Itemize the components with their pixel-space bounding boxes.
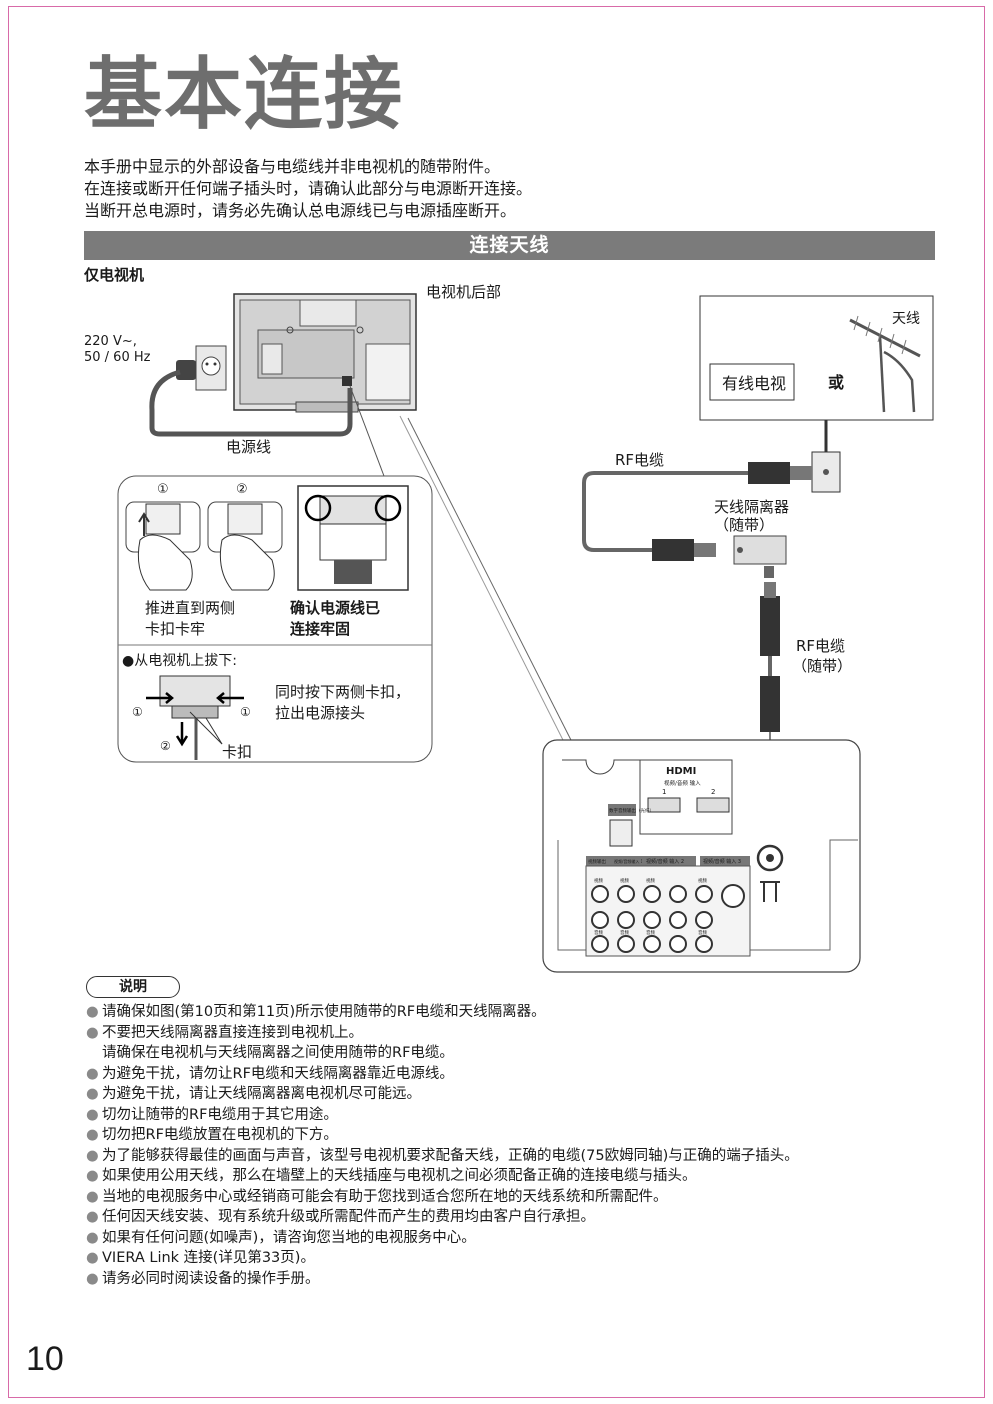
unplug-label: ●从电视机上拔下:: [122, 653, 237, 669]
list-item: ●切勿让随带的RF电缆用于其它用途。: [86, 1106, 338, 1123]
hdmi-logo: HDMI: [666, 766, 696, 777]
video-label: 视频: [620, 877, 629, 884]
confirm-text: 连接牢固: [290, 620, 350, 638]
intro-line: 本手册中显示的外部设备与电缆线并非电视机的随带附件。: [84, 157, 501, 176]
tv-only-label: 仅电视机: [83, 266, 144, 284]
cable-tv-label: 有线电视: [722, 374, 786, 393]
rf-plug: [652, 539, 694, 561]
list-item: ●请确保如图(第10页和第11页)所示使用随带的RF电缆和天线隔离器。: [86, 1004, 546, 1020]
antenna-icon: [849, 315, 921, 413]
rf-plug: [748, 462, 790, 484]
av-in-1-label: 视频/音频输入 1: [614, 858, 644, 864]
list-item: ●为避免干扰，请勿让RF电缆和天线隔离器靠近电源线。: [86, 1065, 454, 1082]
confirm-text: 确认电源线已: [290, 599, 380, 617]
step-number: ①: [240, 705, 251, 719]
isolator-label: 天线隔离器: [714, 498, 789, 516]
list-item: ●不要把天线隔离器直接连接到电视机上。: [86, 1024, 363, 1041]
digital-out-label: 数字音频输出（光纤）: [609, 807, 654, 814]
audio-label: 音频: [646, 929, 655, 936]
tv-terminal-panel: HDMI 视频/音频 输入 1 2 数字音频输出（光纤） 视频输出 视频/音频输…: [542, 739, 861, 973]
hand-push-illustration: [125, 501, 283, 591]
push-in-text: 卡扣卡牢: [145, 620, 205, 638]
rf-plug: [760, 596, 780, 656]
hdmi-port-number: 1: [662, 788, 666, 796]
audio-label: 音频: [620, 929, 629, 936]
audio-label: 音频: [594, 929, 603, 936]
or-label: 或: [828, 373, 844, 392]
power-rating-label: 220 V~,: [84, 334, 137, 349]
list-item: ●VIERA Link 连接(详见第33页)。: [86, 1250, 315, 1266]
list-item: ●请务必同时阅读设备的操作手册。: [86, 1270, 320, 1287]
intro-line: 当断开总电源时，请务必先确认总电源线已与电源插座断开。: [84, 201, 517, 220]
list-item: ●为了能够获得最佳的画面与声音，该型号电视机要求配备天线，正确的电缆(75欧姆同…: [86, 1147, 799, 1164]
intro-text: 本手册中显示的外部设备与电缆线并非电视机的随带附件。 在连接或断开任何端子插头时…: [84, 156, 532, 222]
rf-cable-label: RF电缆: [615, 451, 664, 469]
step-number: ②: [160, 739, 171, 753]
list-item: ●如果有任何问题(如噪声)，请咨询您当地的电视服务中心。: [86, 1229, 476, 1246]
press-text: 拉出电源接头: [275, 704, 365, 722]
wall-outlet: [176, 345, 227, 391]
list-item: ●切勿把RF电缆放置在电视机的下方。: [86, 1127, 338, 1143]
step-number: ②: [236, 482, 248, 497]
av-out-label: 视频输出: [588, 858, 606, 865]
antenna-isolator: [733, 535, 787, 565]
clip-label: 卡扣: [222, 743, 252, 761]
antenna-label: 天线: [892, 311, 920, 327]
power-rating-label: 50 / 60 Hz: [84, 350, 151, 365]
page-number: 10: [26, 1340, 64, 1378]
tv-rear-illustration: [233, 293, 417, 413]
plug-closeup-illustration: [297, 485, 409, 591]
section-header: 连接天线: [84, 231, 935, 260]
video-label: 视频: [594, 877, 603, 884]
notes-list: ●请确保如图(第10页和第11页)所示使用随带的RF电缆和天线隔离器。 ●不要把…: [86, 1002, 799, 1289]
step-number: ①: [132, 705, 143, 719]
step-number: ①: [157, 482, 169, 497]
rf-plug: [760, 676, 780, 732]
rf-cable-supplied-label: RF电缆: [796, 637, 845, 655]
video-label: 视频: [646, 877, 655, 884]
audio-label: 音频: [698, 929, 707, 936]
video-label: 视频: [698, 877, 707, 884]
list-item: ●任何因天线安装、现有系统升级或所需配件而产生的费用均由客户自行承担。: [86, 1209, 595, 1225]
unplug-illustration: [146, 675, 244, 760]
press-text: 同时按下两侧卡扣，: [275, 683, 410, 701]
push-in-text: 推进直到两侧: [145, 599, 235, 617]
list-item: ●如果使用公用天线，那么在墙壁上的天线插座与电视机之间必须配备正确的连接电缆与插…: [86, 1168, 697, 1184]
av-in-2-label: 视频/音频 输入 2: [646, 858, 684, 865]
hdmi-port-number: 2: [711, 788, 715, 796]
page-title: 基本连接: [84, 50, 405, 140]
notes-title: 说明: [86, 976, 180, 998]
list-item: 请确保在电视机与天线隔离器之间使用随带的RF电缆。: [102, 1045, 454, 1061]
rf-cable-supplied-label: （随带）: [792, 657, 852, 675]
list-item: ●当地的电视服务中心或经销商可能会有助于您找到适合您所在地的天线系统和所需配件。: [86, 1188, 668, 1205]
intro-line: 在连接或断开任何端子插头时，请确认此部分与电源断开连接。: [84, 179, 533, 198]
page-border: [8, 6, 985, 1398]
power-cord-label: 电源线: [226, 438, 271, 456]
list-item: ●为避免干扰，请让天线隔离器离电视机尽可能远。: [86, 1086, 421, 1102]
hdmi-input-label: 视频/音频 输入: [664, 779, 701, 787]
isolator-label: （随带）: [714, 516, 774, 534]
av-in-3-label: 视频/音频 输入 3: [703, 858, 741, 865]
tv-rear-label: 电视机后部: [426, 283, 501, 301]
